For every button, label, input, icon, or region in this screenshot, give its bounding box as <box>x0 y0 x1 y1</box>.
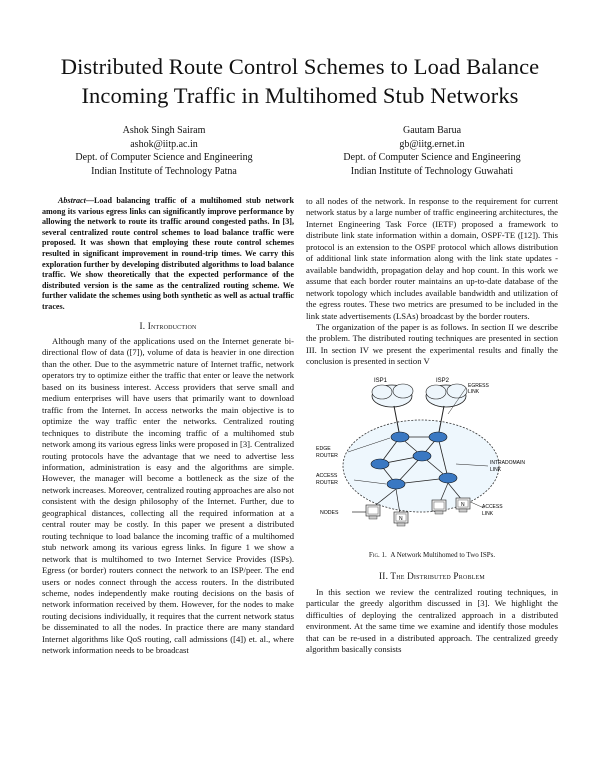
isp1-label: ISP1 <box>374 378 388 384</box>
author-department: Dept. of Computer Science and Engineerin… <box>343 152 521 164</box>
intradomain-label-1: INTRADOMAIN <box>490 460 525 466</box>
abstract-text: —Load balancing traffic of a multihomed … <box>42 196 294 311</box>
stub-network-cloud <box>342 419 500 513</box>
title-line-1: Distributed Route Control Schemes to Loa… <box>60 54 540 79</box>
author-name: Gautam Barua <box>402 125 462 136</box>
access-router-label-2: ROUTER <box>316 480 338 486</box>
figure-caption-label: Fig. 1. <box>368 550 387 559</box>
isp2-label: ISP2 <box>436 378 450 384</box>
host-computer-2: N <box>393 511 409 526</box>
isp1-cloud <box>371 383 414 408</box>
intradomain-pointer <box>455 463 489 467</box>
host-n-label: N <box>399 516 403 522</box>
left-column: Abstract—Load balancing traffic of a mul… <box>42 196 294 657</box>
access-router-label-1: ACCESS <box>316 473 338 479</box>
host-computers: N N <box>365 497 471 526</box>
edge-router-pointer <box>347 437 391 453</box>
figure-1-caption: Fig. 1. A Network Multihomed to Two ISPs… <box>306 550 558 561</box>
access-link-label-1: ACCESS <box>482 504 503 510</box>
egress-label-1: EGRESS <box>468 383 490 389</box>
access-link-label-2: LINK <box>482 511 494 517</box>
intro-paragraph-1: Although many of the applications used o… <box>42 335 294 656</box>
figure-caption-text: A Network Multihomed to Two ISPs. <box>390 550 496 559</box>
edge-router-label-1: EDGE <box>316 446 331 452</box>
intro-paragraph-2: The organization of the paper is as foll… <box>306 321 558 367</box>
figure-1: ISP1 ISP2 <box>306 374 558 544</box>
egress-label-2: LINK <box>468 389 480 395</box>
section-1-heading: I. Introduction <box>139 320 197 331</box>
edge-router-label-2: ROUTER <box>316 453 338 459</box>
author-block-1: Ashok Singh Sairam ashok@iitp.ac.in Dept… <box>44 124 284 178</box>
access-router-pointer <box>353 479 387 485</box>
author-email[interactable]: ashok@iitp.ac.in <box>130 138 198 150</box>
abstract-label: Abstract <box>58 196 86 205</box>
paper-title: Distributed Route Control Schemes to Loa… <box>30 52 570 110</box>
host-computer-4: N <box>455 497 471 512</box>
isp2-cloud <box>425 383 468 408</box>
section-2-paragraph-1: In this section we review the centralize… <box>306 586 558 654</box>
author-name: Ashok Singh Sairam <box>122 125 206 136</box>
egress-pointer <box>447 387 467 414</box>
author-block-2: Gautam Barua gb@iitg.ernet.in Dept. of C… <box>302 124 562 178</box>
host-computer-3 <box>431 499 447 514</box>
egress-link-1 <box>393 405 400 432</box>
nodes-label: NODES <box>320 510 339 516</box>
egress-link-2 <box>438 405 445 432</box>
author-department: Dept. of Computer Science and Engineerin… <box>75 152 253 164</box>
author-institute: Indian Institute of Technology Guwahati <box>350 165 514 177</box>
host-n-label: N <box>461 502 465 508</box>
intro-paragraph-1-continued: to all nodes of the network. In response… <box>306 196 558 321</box>
network-diagram: ISP1 ISP2 <box>316 378 525 526</box>
author-institute: Indian Institute of Technology Patna <box>91 165 237 177</box>
abstract: Abstract—Load balancing traffic of a mul… <box>42 196 294 313</box>
intradomain-label-2: LINK <box>490 467 502 473</box>
title-line-2: Incoming Traffic in Multihomed Stub Netw… <box>81 83 519 108</box>
author-email[interactable]: gb@iitg.ernet.in <box>399 138 465 150</box>
section-2-heading: II. The Distributed Problem <box>379 571 485 582</box>
right-column: to all nodes of the network. In response… <box>306 196 558 655</box>
host-computer-1 <box>365 504 381 519</box>
